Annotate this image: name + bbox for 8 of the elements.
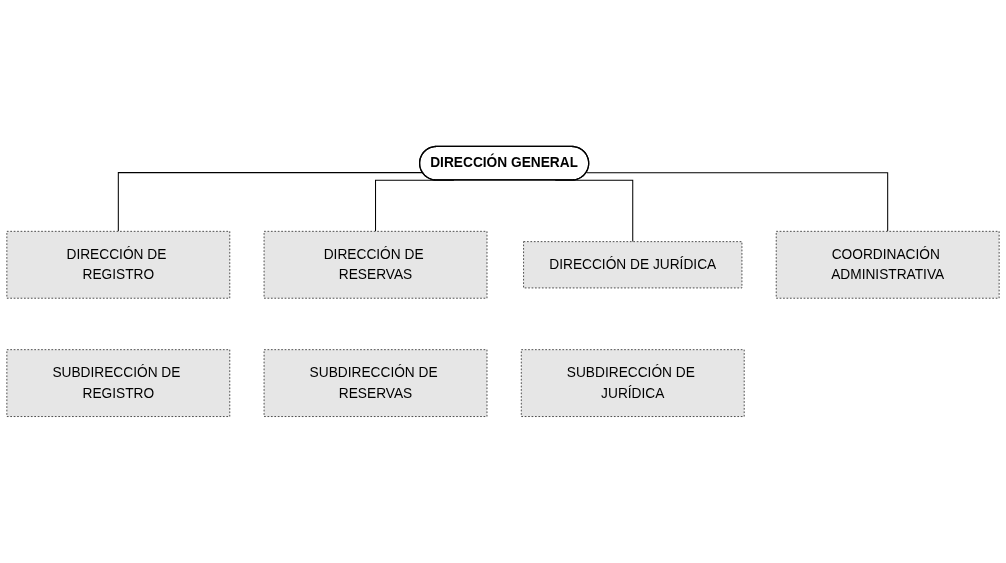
- node-box: DIRECCIÓN DE REGISTRO: [6, 230, 231, 299]
- node-box: DIRECCIÓN DE RESERVAS: [263, 230, 488, 299]
- node-box: DIRECCIÓN DE JURÍDICA: [523, 241, 743, 289]
- node-box: SUBDIRECCIÓN DE RESERVAS: [263, 349, 488, 417]
- node-box: COORDINACIÓN ADMINISTRATIVA: [775, 230, 1000, 299]
- node-box: SUBDIRECCIÓN DE JURÍDICA: [520, 349, 745, 417]
- node-box: SUBDIRECCIÓN DE REGISTRO: [6, 349, 231, 417]
- connector: [585, 172, 889, 232]
